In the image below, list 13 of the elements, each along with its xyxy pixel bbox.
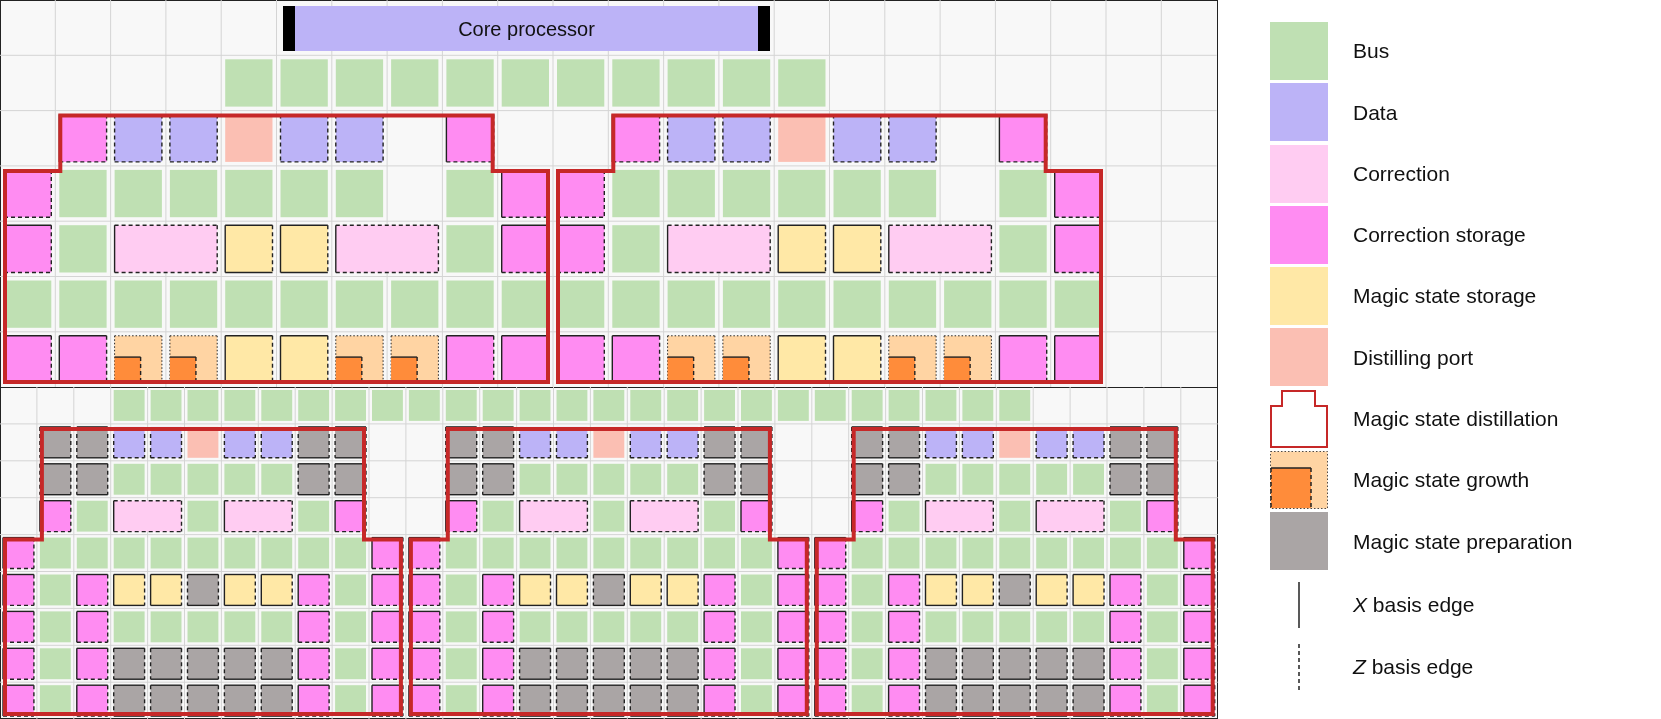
legend-label: X basis edge	[1353, 592, 1475, 619]
legend-label: Z basis edge	[1353, 654, 1474, 681]
processor-block	[283, 6, 770, 51]
legend-label: Distilling port	[1353, 344, 1474, 371]
legend-label: Magic state growth	[1353, 467, 1530, 494]
legend-label: Data	[1353, 99, 1398, 126]
legend-label: Magic state preparation	[1353, 528, 1573, 555]
legend-label: Correction storage	[1353, 222, 1526, 249]
legend-label: Bus	[1353, 38, 1390, 65]
legend-label: Magic state storage	[1353, 283, 1537, 310]
block-label: Core processor	[458, 16, 595, 42]
legend-label: Magic state distillation	[1353, 406, 1559, 433]
legend-label: Correction	[1353, 160, 1450, 187]
